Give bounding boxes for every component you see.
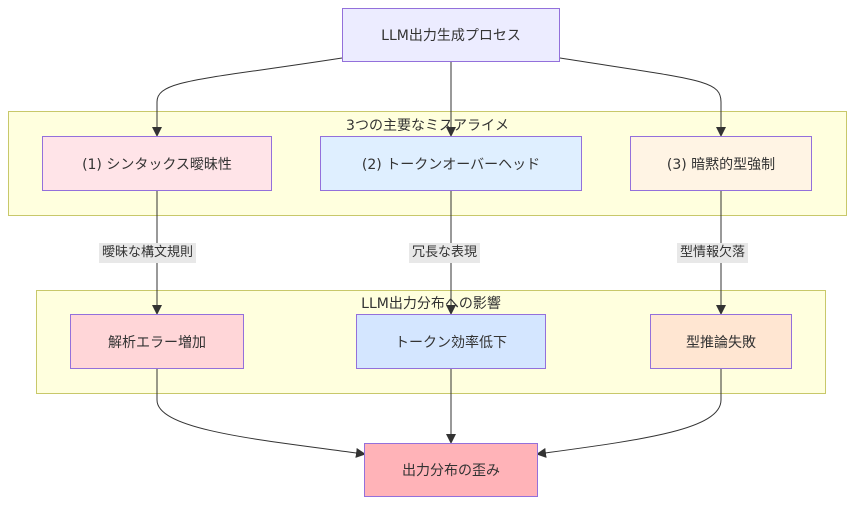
edge-inference-to-bottom — [536, 369, 722, 458]
node-implicit-type-coercion: (3) 暗黙的型強制 — [630, 136, 812, 191]
node-token-overhead: (2) トークンオーバーヘッド — [320, 136, 582, 191]
node-type-inference-failure: 型推論失敗 — [650, 314, 792, 369]
node-token-efficiency-drop: トークン効率低下 — [356, 314, 546, 369]
edge-label-ambiguous-syntax: 曖昧な構文規則 — [99, 243, 197, 263]
edge-parse-to-bottom — [156, 369, 366, 458]
cluster-misalignments-title: 3つの主要なミスアライメ — [346, 118, 509, 134]
edge-top-to-type — [559, 57, 726, 137]
node-syntax-ambiguity: (1) シンタックス曖昧性 — [42, 136, 272, 191]
node-parse-error-increase: 解析エラー増加 — [70, 314, 244, 369]
edge-label-type-info-missing: 型情報欠落 — [677, 243, 749, 263]
node-output-distribution-distortion: 出力分布の歪み — [364, 443, 538, 497]
edge-label-redundant-expression: 冗長な表現 — [409, 243, 481, 263]
node-llm-output-process: LLM出力生成プロセス — [342, 8, 560, 62]
edge-top-to-syntax — [152, 57, 343, 137]
cluster-impact-title: LLM出力分布への影響 — [361, 296, 501, 312]
